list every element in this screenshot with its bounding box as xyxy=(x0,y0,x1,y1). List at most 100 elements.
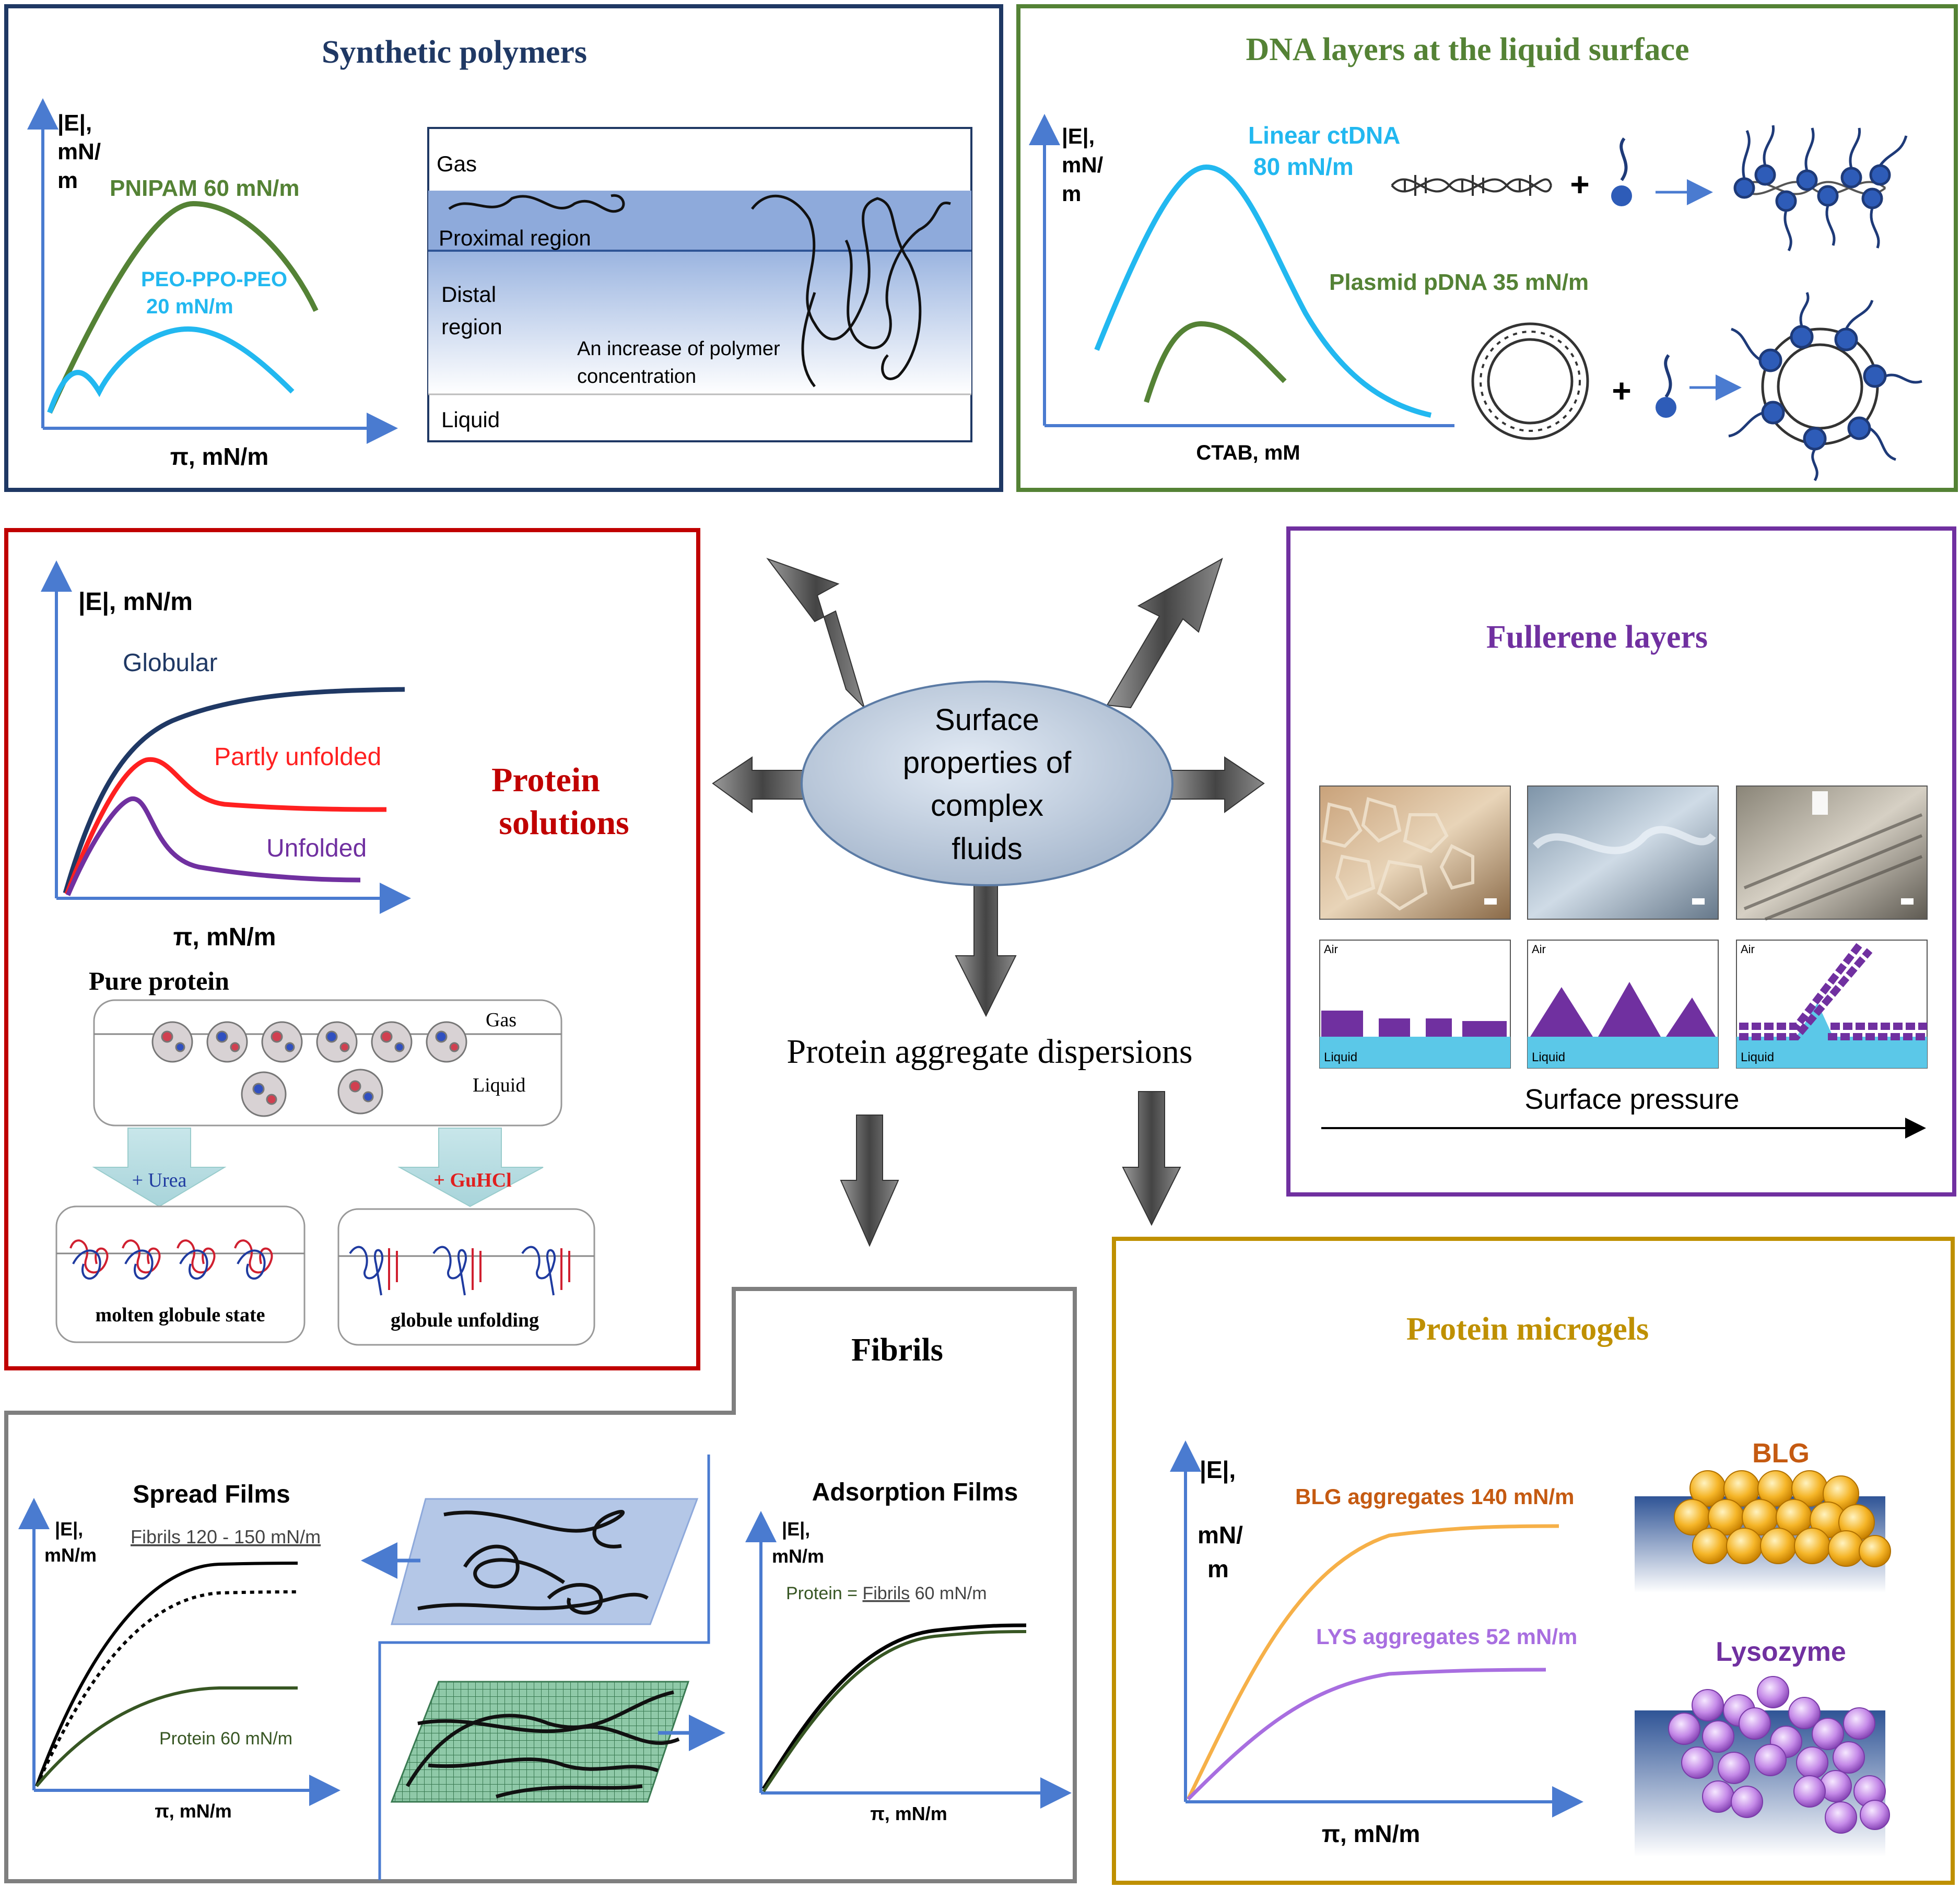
adsorb-title: Adsorption Films xyxy=(812,1479,1018,1506)
molten-globule-box: molten globule state xyxy=(55,1205,306,1343)
microgels-title: Protein microgels xyxy=(1406,1311,1649,1347)
pure-protein-label: Pure protein xyxy=(89,966,229,995)
fibrils-dotted-curve xyxy=(35,1590,298,1787)
pure-liquid-label: Liquid xyxy=(473,1074,525,1096)
fibrils-frame xyxy=(4,1287,1077,1883)
plasmid-ctab-complex-icon xyxy=(1728,292,1922,482)
panel-microgels: Protein microgels |E|, mN/ m π, mN/m BLG… xyxy=(1112,1237,1955,1885)
air-label-1: Air xyxy=(1324,943,1338,956)
plasmid-ring-icon xyxy=(1471,322,1589,440)
blg-curve xyxy=(1186,1524,1559,1800)
synthetic-ylabel-2: mN/ xyxy=(57,139,101,165)
lysozyme-spheres-icon xyxy=(1668,1676,1890,1834)
liquid-label-2: Liquid xyxy=(1532,1050,1565,1064)
dna-ctab-complex-icon xyxy=(1733,125,1908,252)
synthetic-title: Synthetic polymers xyxy=(322,34,587,70)
protein-xlabel: π, mN/m xyxy=(173,923,276,951)
fullerene-schematics: Air Liquid Air Liquid Air Liquid xyxy=(1319,940,1928,1069)
protein-eq-prefix: Protein = xyxy=(786,1584,862,1603)
hub-label-1: Surface xyxy=(935,703,1039,737)
globule-unfolding-box: globule unfolding xyxy=(337,1208,595,1346)
synthetic-ylabel-1: |E|, xyxy=(57,110,92,136)
molten-globule-label: molten globule state xyxy=(95,1304,265,1326)
fibrils-upper-curve xyxy=(35,1562,298,1787)
spread-xlabel: π, mN/m xyxy=(155,1800,232,1822)
increase-label-2: concentration xyxy=(577,366,696,388)
hub-label-3: complex xyxy=(931,789,1043,823)
partly-unfolded-label: Partly unfolded xyxy=(214,743,381,771)
globular-curve xyxy=(63,687,405,894)
ctab-molecule-icon xyxy=(1611,137,1632,206)
protein-title-1: Protein xyxy=(491,761,600,799)
plasmid-dna-label: Plasmid pDNA 35 mN/m xyxy=(1329,269,1589,295)
blg-spheres-icon xyxy=(1674,1470,1891,1567)
hub-ellipse xyxy=(801,681,1173,886)
globule-unfolding-label: globule unfolding xyxy=(391,1309,539,1331)
unfolded-label: Unfolded xyxy=(266,835,367,862)
hub-arrows xyxy=(712,557,1265,1247)
guhcl-label: + GuHCl xyxy=(433,1169,511,1191)
liquid-label-1: Liquid xyxy=(1324,1050,1357,1064)
fullerene-title: Fullerene layers xyxy=(1486,619,1708,655)
protein-ylabel: |E|, mN/m xyxy=(78,588,193,616)
urea-arrow xyxy=(92,1128,227,1207)
polymer-layer-box: Gas Proximal region Distal region An inc… xyxy=(427,127,972,442)
linear-dna-label-2: 80 mN/m xyxy=(1253,153,1354,180)
dna-ylabel-1: |E|, xyxy=(1062,124,1095,149)
linear-dna-curve xyxy=(1094,164,1432,418)
dna-title: DNA layers at the liquid surface xyxy=(1246,32,1689,67)
protein-spread-curve xyxy=(35,1686,298,1787)
plasmid-dna-curve xyxy=(1144,321,1287,403)
dna-frame xyxy=(1016,4,1958,492)
fibril-sheet-bottom-icon xyxy=(390,1681,690,1803)
spread-ylabel-2: mN/m xyxy=(44,1544,97,1566)
hub-label-4: fluids xyxy=(952,832,1022,866)
increase-label-1: An increase of polymer xyxy=(577,338,780,360)
spread-ylabel-1: |E|, xyxy=(55,1518,83,1540)
protein-title-2: solutions xyxy=(499,804,629,842)
synthetic-frame xyxy=(4,4,1003,492)
pnipam-label: PNIPAM 60 mN/m xyxy=(110,175,300,201)
microgels-ylabel-1: |E|, xyxy=(1200,1456,1236,1483)
microgels-frame xyxy=(1112,1237,1955,1885)
urea-label: + Urea xyxy=(132,1169,187,1191)
panel-synthetic: Synthetic polymers |E|, mN/ m π, mN/m PN… xyxy=(4,4,1003,492)
lys-curve-label: LYS aggregates 52 mN/m xyxy=(1316,1624,1577,1649)
layer-distal-label-2: region xyxy=(441,314,502,339)
microgels-ylabel-2: mN/ xyxy=(1198,1521,1243,1549)
protein-eq-suffix: 60 mN/m xyxy=(910,1584,987,1603)
panel-fibrils: Fibrils Spread Films |E|, mN/m π, mN/m F… xyxy=(4,1287,1077,1883)
fibrils-range-label: Fibrils 120 - 150 mN/m xyxy=(131,1526,321,1547)
fibrils-divider xyxy=(378,1455,710,1880)
protein-eq-label: Protein = Fibrils 60 mN/m xyxy=(786,1584,987,1603)
panel-fullerene: Fullerene layers Air Li xyxy=(1286,526,1956,1197)
panel-dna: DNA layers at the liquid surface |E|, mN… xyxy=(1016,4,1958,492)
aggregate-label: Protein aggregate dispersions xyxy=(787,1033,1192,1071)
hub-label-2: properties of xyxy=(903,746,1072,780)
adsorb-xlabel: π, mN/m xyxy=(870,1803,947,1824)
layer-gas-label: Gas xyxy=(437,151,477,176)
dna-ylabel-2: mN/ xyxy=(1062,153,1104,177)
peo-label-2: 20 mN/m xyxy=(146,295,233,318)
ctab-molecule-icon-2 xyxy=(1656,354,1676,418)
synthetic-xlabel: π, mN/m xyxy=(170,443,269,470)
protein-molecule-icons xyxy=(151,1021,467,1117)
pressure-label: Surface pressure xyxy=(1524,1084,1739,1115)
blg-curve-label: BLG aggregates 140 mN/m xyxy=(1295,1484,1575,1509)
panel-protein: |E|, mN/m π, mN/m Globular Partly unfold… xyxy=(4,528,700,1370)
liquid-label-3: Liquid xyxy=(1741,1050,1774,1064)
peo-curve xyxy=(47,326,295,414)
pure-protein-box: Gas Liquid xyxy=(93,999,562,1127)
pnipam-curve xyxy=(47,201,319,414)
microgels-ylabel-3: m xyxy=(1207,1555,1229,1582)
adsorb-protein-curve xyxy=(762,1630,1027,1792)
synthetic-ylabel-3: m xyxy=(57,168,78,193)
protein-frame xyxy=(4,528,700,1370)
micrograph-images xyxy=(1319,785,1928,921)
adsorb-fibrils-curve xyxy=(762,1623,1027,1790)
linear-dna-label-1: Linear ctDNA xyxy=(1248,122,1400,149)
adsorb-ylabel-1: |E|, xyxy=(782,1518,810,1540)
microgels-xlabel: π, mN/m xyxy=(1322,1820,1421,1847)
dna-xlabel: CTAB, mM xyxy=(1196,441,1300,464)
